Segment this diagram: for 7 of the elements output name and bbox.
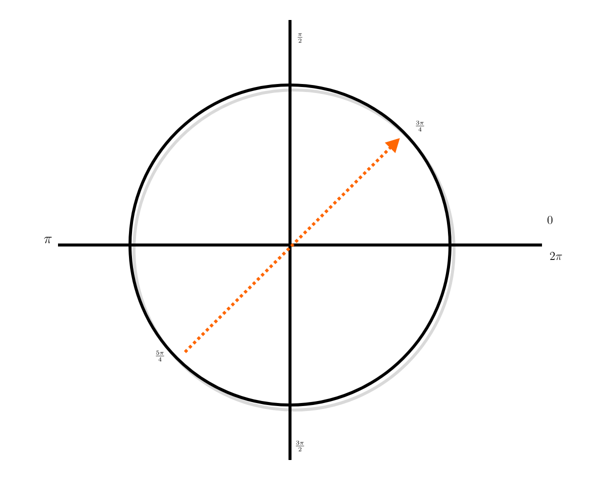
angle-label: $\frac{3\pi}{4}$ xyxy=(416,120,424,132)
angle-label: $\frac{5\pi}{4}$ xyxy=(156,350,164,362)
angle-label: $\frac{3\pi}{2}$ xyxy=(296,440,304,452)
angle-label: $0$ xyxy=(548,216,552,224)
angle-label: $\pi$ xyxy=(44,236,52,244)
angle-label: $2\pi$ xyxy=(550,252,562,260)
angle-label: $\frac{\pi}{2}$ xyxy=(298,33,302,43)
